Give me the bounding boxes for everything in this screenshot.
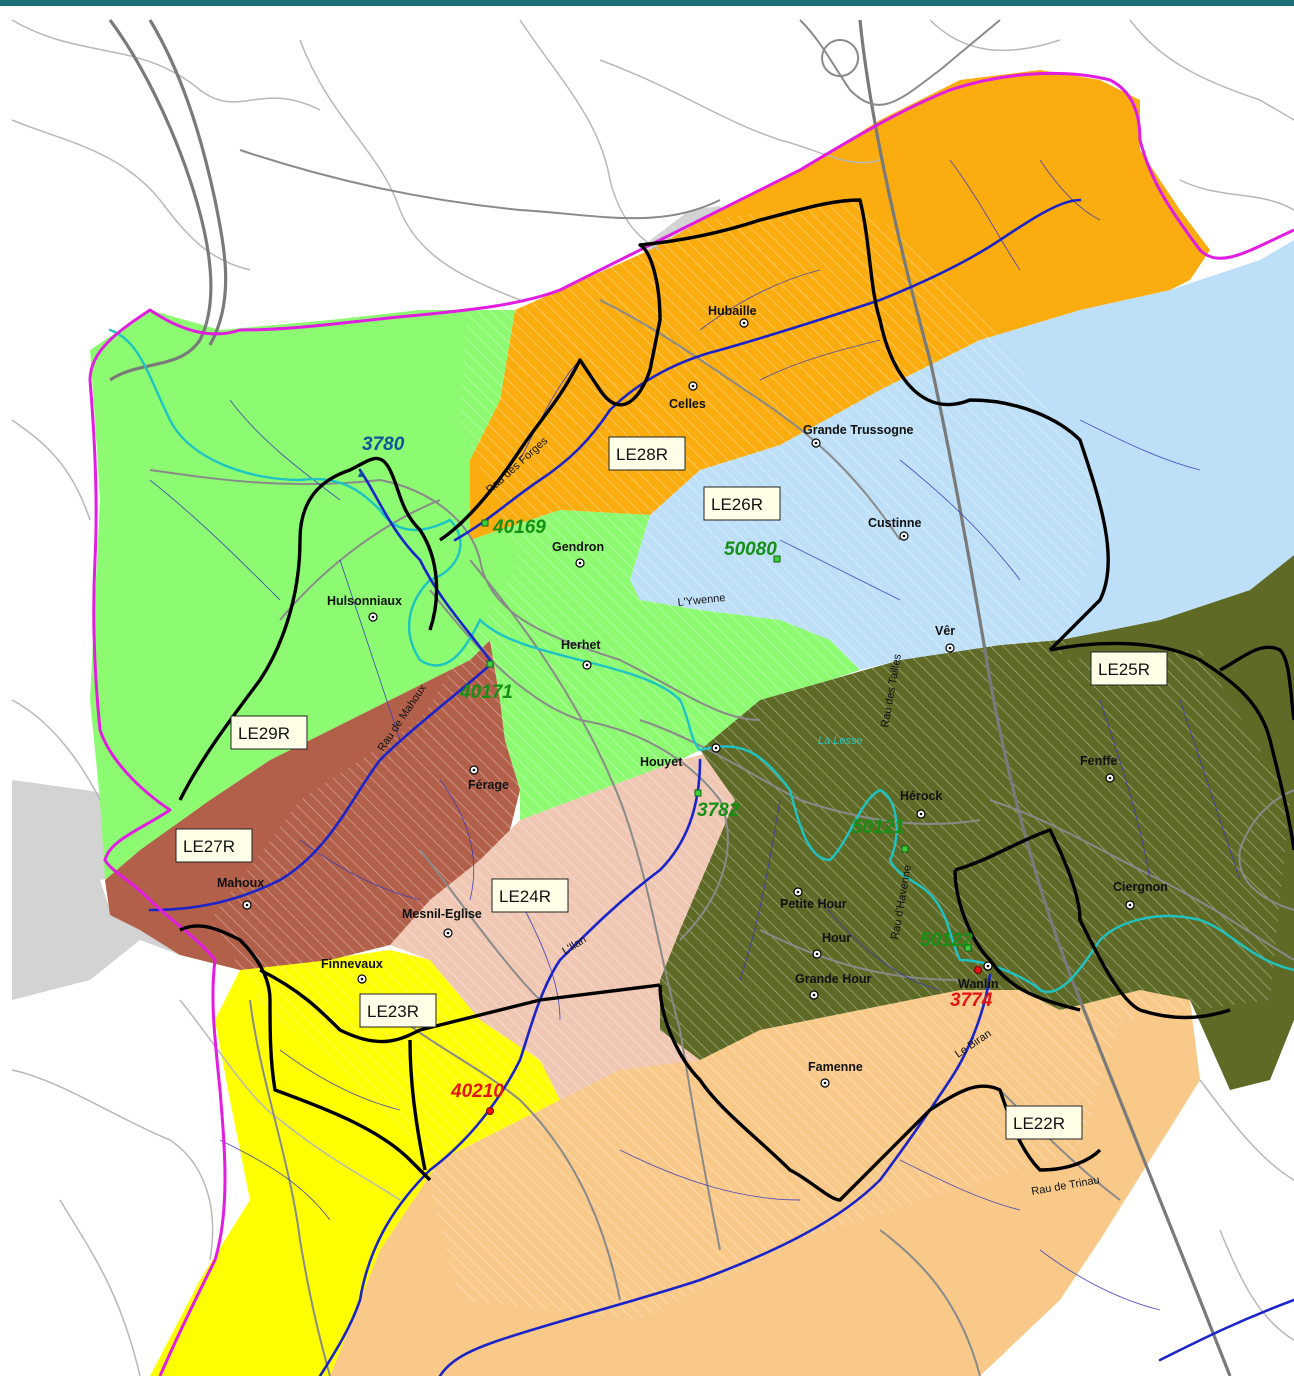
- svg-text:Wanlin: Wanlin: [958, 977, 999, 991]
- place-herock[interactable]: Hérock: [900, 789, 942, 819]
- station-50080[interactable]: 50080: [724, 539, 781, 563]
- place-ciergnon[interactable]: Ciergnon: [1113, 880, 1168, 910]
- station-40171[interactable]: 40171: [459, 660, 513, 703]
- svg-text:Herhet: Herhet: [561, 638, 601, 652]
- svg-text:3774: 3774: [950, 990, 993, 1011]
- station-50122[interactable]: 50122: [920, 930, 973, 952]
- svg-text:50121: 50121: [852, 817, 905, 838]
- svg-text:40210: 40210: [450, 1081, 504, 1102]
- place-ver[interactable]: Vêr: [935, 624, 955, 653]
- place-houyet[interactable]: Houyet: [640, 743, 721, 769]
- subcatchment-borders: [178, 198, 1294, 1202]
- place-wanlin[interactable]: Wanlin: [958, 961, 999, 991]
- station-3780[interactable]: 3780: [358, 434, 405, 477]
- river-la-lesse: [108, 328, 1294, 994]
- place-mesnil-eglise[interactable]: Mesnil-Eglise: [402, 907, 482, 938]
- place-ferage[interactable]: Férage: [468, 765, 509, 792]
- svg-text:Famenne: Famenne: [808, 1060, 863, 1074]
- svg-text:50122: 50122: [920, 930, 973, 951]
- place-fenffe[interactable]: Fenffe: [1080, 754, 1118, 783]
- svg-text:LE29R: LE29R: [238, 724, 290, 743]
- svg-text:Hubaille: Hubaille: [708, 304, 757, 318]
- place-custinne[interactable]: Custinne: [868, 516, 922, 541]
- svg-text:Vêr: Vêr: [935, 624, 955, 638]
- place-celles[interactable]: Celles: [669, 381, 706, 411]
- place-grande-hour[interactable]: Grande Hour: [795, 972, 872, 1000]
- basin-outline: [88, 71, 1294, 1376]
- svg-text:LE26R: LE26R: [711, 495, 763, 514]
- terrain-lines: [11, 19, 1294, 1376]
- station-40210[interactable]: 40210: [450, 1081, 504, 1115]
- svg-text:Ciergnon: Ciergnon: [1113, 880, 1168, 894]
- svg-text:Gendron: Gendron: [552, 540, 604, 554]
- svg-text:LE24R: LE24R: [499, 887, 551, 906]
- main-rivers: [148, 198, 1294, 1376]
- svg-text:L'Ywenne: L'Ywenne: [677, 592, 726, 609]
- place-hubaille[interactable]: Hubaille: [708, 304, 757, 328]
- place-markers: Hubaille Celles Grande Trussogne Custinn…: [217, 304, 1168, 1088]
- zone-label-LE26R[interactable]: LE26R: [703, 486, 781, 521]
- svg-text:Fenffe: Fenffe: [1080, 754, 1118, 768]
- svg-text:Férage: Férage: [468, 778, 509, 792]
- svg-text:La Lesse: La Lesse: [818, 735, 863, 747]
- zone-label-LE23R[interactable]: LE23R: [359, 993, 437, 1028]
- svg-text:Grande Hour: Grande Hour: [795, 972, 872, 986]
- station-40169[interactable]: 40169: [481, 517, 546, 538]
- svg-text:Hour: Hour: [822, 931, 851, 945]
- place-mahoux[interactable]: Mahoux: [217, 876, 264, 910]
- svg-text:Finnevaux: Finnevaux: [321, 957, 383, 971]
- svg-text:Houyet: Houyet: [640, 755, 683, 769]
- station-50121[interactable]: 50121: [852, 817, 909, 853]
- svg-text:LE25R: LE25R: [1098, 660, 1150, 679]
- station-3774[interactable]: 3774: [950, 966, 993, 1012]
- header-rule: [0, 0, 1294, 6]
- zone-labels: LE28R LE26R LE25R LE29R LE27R LE24R LE23…: [175, 436, 1168, 1140]
- svg-text:Hulsonniaux: Hulsonniaux: [327, 594, 402, 608]
- svg-text:Celles: Celles: [669, 397, 706, 411]
- svg-text:40169: 40169: [492, 517, 546, 538]
- svg-text:40171: 40171: [459, 682, 513, 703]
- place-hour[interactable]: Hour: [812, 931, 851, 959]
- place-herhet[interactable]: Herhet: [561, 638, 601, 670]
- zone-label-LE25R[interactable]: LE25R: [1090, 651, 1168, 686]
- zone-label-LE28R[interactable]: LE28R: [608, 436, 686, 471]
- place-grande-trussogne[interactable]: Grande Trussogne: [803, 423, 913, 448]
- gauging-stations: 3780 40169 50080 40171 3782 50121 50122: [358, 434, 993, 1115]
- svg-text:50080: 50080: [724, 539, 777, 560]
- place-finnevaux[interactable]: Finnevaux: [321, 957, 383, 984]
- place-petite-hour[interactable]: Petite Hour: [780, 887, 847, 911]
- svg-text:Custinne: Custinne: [868, 516, 922, 530]
- svg-text:3782: 3782: [697, 800, 740, 821]
- svg-text:LE23R: LE23R: [367, 1002, 419, 1021]
- svg-text:LE22R: LE22R: [1013, 1114, 1065, 1133]
- svg-text:Grande Trussogne: Grande Trussogne: [803, 423, 913, 437]
- zone-label-LE27R[interactable]: LE27R: [175, 828, 253, 863]
- station-3782[interactable]: 3782: [694, 789, 740, 821]
- place-hulsonniaux[interactable]: Hulsonniaux: [327, 594, 402, 622]
- zone-label-LE24R[interactable]: LE24R: [491, 878, 569, 913]
- tributary-streams: [149, 159, 1241, 1311]
- zone-label-LE29R[interactable]: LE29R: [230, 715, 308, 750]
- svg-text:3780: 3780: [362, 434, 405, 455]
- svg-text:Hérock: Hérock: [900, 789, 942, 803]
- place-famenne[interactable]: Famenne: [808, 1060, 863, 1088]
- svg-text:LE28R: LE28R: [616, 445, 668, 464]
- svg-text:LE27R: LE27R: [183, 837, 235, 856]
- svg-text:Mesnil-Eglise: Mesnil-Eglise: [402, 907, 482, 921]
- svg-text:Mahoux: Mahoux: [217, 876, 264, 890]
- place-gendron[interactable]: Gendron: [552, 540, 604, 568]
- svg-text:Petite Hour: Petite Hour: [780, 897, 847, 911]
- zone-label-LE22R[interactable]: LE22R: [1005, 1105, 1083, 1140]
